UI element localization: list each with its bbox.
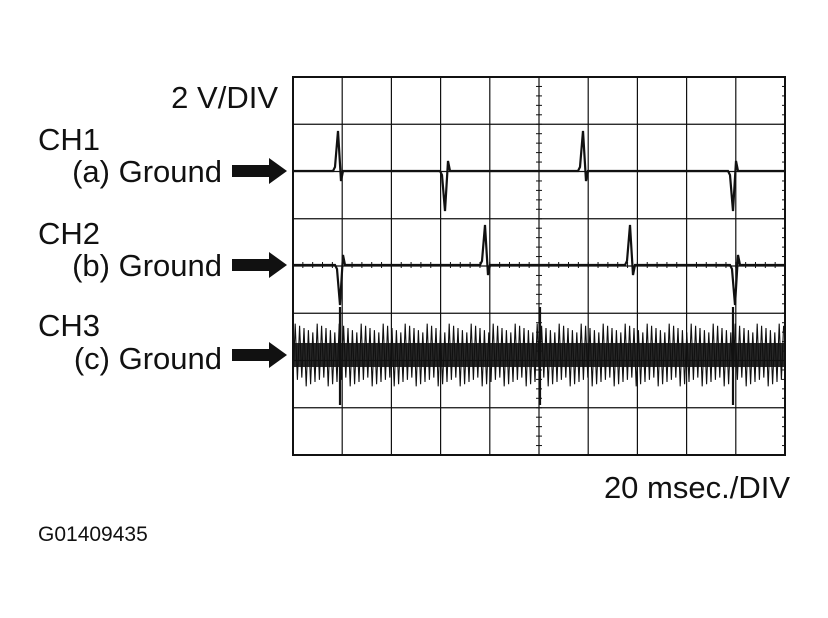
channel-1-name: CH1 [38, 122, 101, 157]
channel-3-name: CH3 [38, 308, 101, 343]
figure-id: G01409435 [38, 523, 148, 546]
arrow-right-icon [232, 342, 287, 368]
channel-2-name: CH2 [38, 216, 101, 251]
ground-arrows [232, 158, 287, 368]
arrow-right-icon [232, 252, 287, 278]
voltage-scale-label: 2 V/DIV [171, 80, 278, 115]
arrow-right-icon [232, 158, 287, 184]
channel-2-ground-label: (b) Ground [72, 248, 222, 283]
ch1-waveform [293, 130, 785, 212]
ch2-waveform [293, 224, 785, 306]
scope-traces [292, 130, 785, 405]
channel-3-ground-label: (c) Ground [73, 341, 222, 376]
time-scale-label: 20 msec./DIV [603, 470, 790, 505]
channel-1-ground-label: (a) Ground [72, 154, 222, 189]
